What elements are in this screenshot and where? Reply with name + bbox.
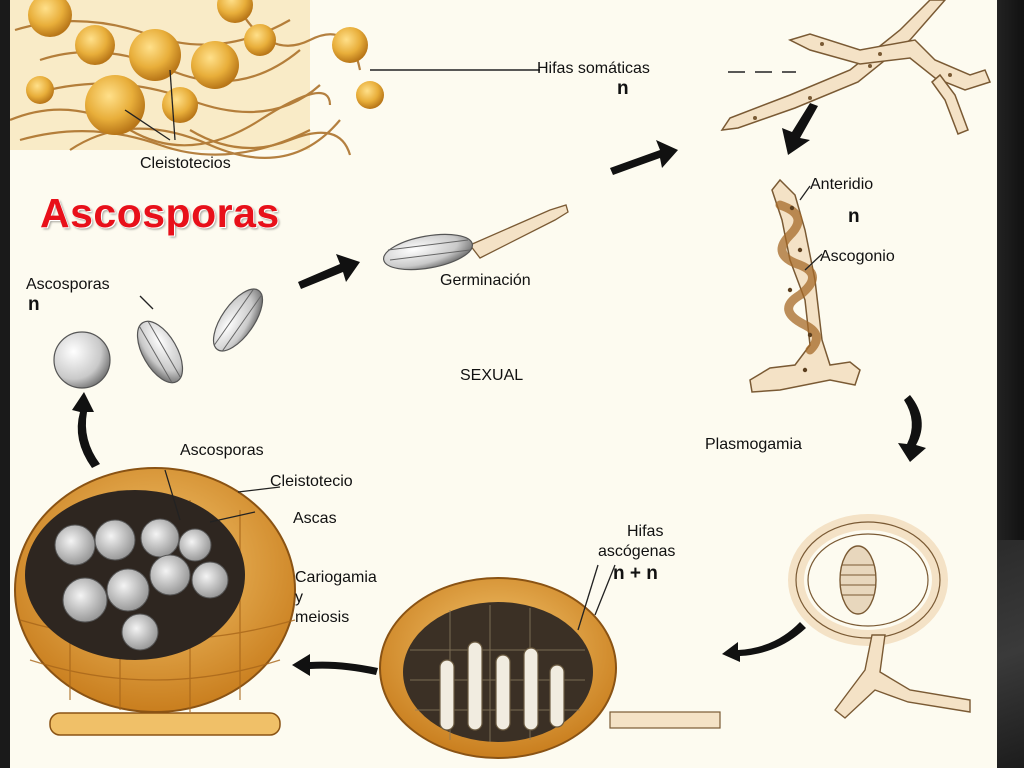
label-cariogamia-y: y [295,589,303,606]
slide-frame-right [997,0,1024,768]
label-anteridio: Anteridio [810,176,874,193]
label-ascogenas: ascógenas [598,543,676,560]
arrow-to-plasmogamia [898,395,926,462]
arrow-to-hifas-ascogenas [722,622,806,662]
label-anteridio-ploidy: n [848,206,860,227]
label-ascosporas-bottom: Ascosporas [180,442,264,459]
hifas-somaticas-leader [370,69,796,73]
label-hifas: Hifas [627,523,664,540]
anteridio-leaders [799,185,823,271]
ascosporas-drawing [53,288,264,389]
arrow-to-anteridio [782,103,818,155]
hifas-somaticas-drawing [720,0,992,135]
label-cariogamia: Cariogamia [295,569,377,586]
label-plasmogamia: Plasmogamia [705,436,802,453]
label-germinacion: Germinación [440,272,531,289]
arrow-to-cleistotecio [292,654,378,676]
plasmogamia-drawing [788,514,971,719]
label-cleistotecios: Cleistotecios [140,155,231,172]
slide-title: Ascosporas [40,190,280,236]
hifas-ascogenas-drawing [379,577,721,759]
arrow-to-germinacion [298,254,360,289]
germinacion-drawing [382,204,569,271]
label-ascosporas-left-ploidy: n [28,294,40,315]
label-ascogonio: Ascogonio [820,248,895,265]
label-meiosis: meiosis [295,609,350,626]
label-hifas-somaticas: Hifas somáticas [537,60,650,77]
label-sexual: SEXUAL [460,367,524,384]
frame-accent [997,540,1024,768]
life-cycle-diagram [10,0,992,759]
label-cleistotecio: Cleistotecio [270,473,353,490]
cleistotecio-drawing [14,467,296,736]
diagram-panel: Hifas somáticas n Cleistotecios Anteridi… [10,0,997,768]
label-ascosporas-left: Ascosporas [26,276,110,293]
label-hifas-somaticas-ploidy: n [617,78,629,99]
label-hifas-ascogenas-ploidy: n + n [613,563,658,584]
arrow-to-ascosporas [72,392,100,468]
arrow-to-hifas [610,140,678,175]
hifas-ascogenas-leaders [577,564,616,631]
anteridio-ascogonio-drawing [749,178,861,393]
cleistotecios-cluster [10,0,384,159]
label-ascas: Ascas [293,510,337,527]
